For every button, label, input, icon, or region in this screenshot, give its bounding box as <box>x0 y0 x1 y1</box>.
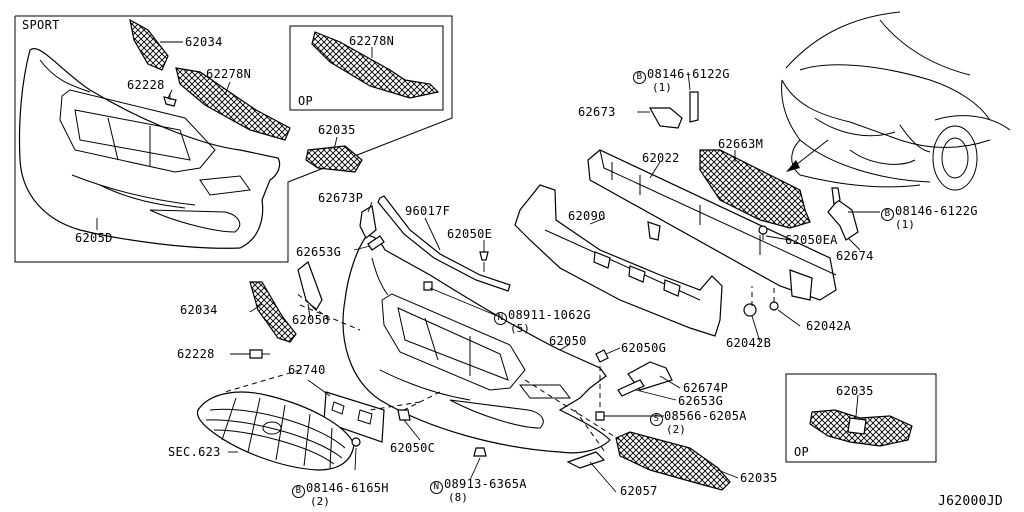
label-62022: 62022 <box>642 151 680 165</box>
part-number-08566-6205A: 08566-6205A <box>664 409 747 423</box>
label-62740: 62740 <box>288 363 326 377</box>
part-number-08146-6165H: 08146-6165H <box>306 481 389 495</box>
label-96017F: 96017F <box>405 204 451 218</box>
op-top-inset-title: OP <box>298 94 314 108</box>
op-grille-62278N <box>311 31 440 99</box>
car-front-outline <box>781 11 1011 191</box>
sport-grille-62278N <box>175 67 291 141</box>
label-62035-op: 62035 <box>836 384 874 398</box>
nut-62042B <box>743 303 757 317</box>
op-top-inset-frame <box>289 25 444 111</box>
label-62228: 62228 <box>177 347 215 361</box>
op-right-inset-title: OP <box>794 445 810 459</box>
label-62673P: 62673P <box>318 191 364 205</box>
clip-62050E <box>479 251 489 272</box>
label-62035-sport: 62035 <box>318 123 356 137</box>
bolt-symbol-b: B <box>292 485 305 498</box>
seal-62653G-left <box>367 235 385 251</box>
lower-grille-62663M <box>699 149 811 229</box>
label-62035: 62035 <box>740 471 778 485</box>
label-62034: 62034 <box>180 303 218 317</box>
part-number-08913-6365A: 08913-6365A <box>444 477 527 491</box>
clip-62042A <box>769 301 779 311</box>
label-sec623: SEC.623 <box>168 445 221 459</box>
absorber-62090 <box>514 184 723 337</box>
label-62034-sport: 62034 <box>185 35 223 49</box>
qty-08146-6165H: (2) <box>310 495 330 508</box>
sport-fog-grille-62035 <box>305 145 363 173</box>
diagram-code: J62000JD <box>938 494 1004 509</box>
part-number-08146-6122G-top: 08146-6122G <box>647 67 730 81</box>
label-62674: 62674 <box>836 249 874 263</box>
front-bumper-62050 <box>342 235 611 454</box>
nut-symbol-n: N <box>430 481 443 494</box>
op-right-inset-frame <box>785 373 937 463</box>
clip-62050G <box>595 349 609 363</box>
bolt-08146-6122G-top <box>689 91 699 123</box>
bracket-62034 <box>249 281 297 343</box>
qty-08146-6122G-right: (1) <box>895 218 915 231</box>
label-62042B: 62042B <box>726 336 772 350</box>
label-62050G: 62050G <box>621 341 667 355</box>
label-62653G-right: 62653G <box>678 394 724 408</box>
qty-08146-6122G-top: (1) <box>652 81 672 94</box>
sport-bracket-62034 <box>129 18 169 71</box>
bracket-62673 <box>648 107 683 129</box>
qty-08911-1062G: (5) <box>510 322 530 335</box>
screw-08566-6205A <box>595 411 605 421</box>
lower-grille-62035 <box>615 431 731 491</box>
label-62050C: 62050C <box>390 441 436 455</box>
bracket-62056 <box>297 261 323 311</box>
front-grille-sec623 <box>196 391 355 471</box>
label-6205D: 6205D <box>75 231 113 245</box>
label-62663M: 62663M <box>718 137 764 151</box>
sport-clip-62228 <box>163 93 177 107</box>
label-62673: 62673 <box>578 105 616 119</box>
label-62050EA: 62050EA <box>785 233 838 247</box>
screw-symbol-s: S <box>650 413 663 426</box>
label-62674P: 62674P <box>683 381 729 395</box>
label-62050: 62050 <box>549 334 587 348</box>
nut-08913-6365A <box>473 447 487 457</box>
molding-96017F <box>377 195 511 292</box>
seal-62653G-right <box>617 379 645 397</box>
reinforcement-62022 <box>587 149 837 301</box>
part-number-08146-6122G-right: 08146-6122G <box>895 204 978 218</box>
clip-62050EA <box>758 225 768 240</box>
label-62278N-op: 62278N <box>349 34 395 48</box>
clip-62050C <box>397 409 411 421</box>
nut-symbol-n-2: N <box>494 312 507 325</box>
sport-inset-frame <box>14 15 453 263</box>
bolt-08146-6122G-right <box>831 187 841 206</box>
qty-08913-6365A: (8) <box>448 491 468 504</box>
label-62050E: 62050E <box>447 227 493 241</box>
qty-08566-6205A: (2) <box>666 423 686 436</box>
clip-62228 <box>249 349 270 359</box>
bracket-62057 <box>566 451 606 469</box>
bolt-symbol-b-3: B <box>881 208 894 221</box>
part-number-08911-1062G: 08911-1062G <box>508 308 591 322</box>
label-62653G-left: 62653G <box>296 245 342 259</box>
label-62090: 62090 <box>568 209 606 223</box>
sport-inset-title: SPORT <box>22 18 60 32</box>
sport-bumper-6205D <box>18 48 281 249</box>
label-62228-sport: 62228 <box>127 78 165 92</box>
label-62056: 62056 <box>292 313 330 327</box>
label-62278N-sport: 62278N <box>206 67 252 81</box>
label-62042A: 62042A <box>806 319 852 333</box>
bolt-08146-6165H <box>351 437 361 447</box>
bolt-symbol-b-2: B <box>633 71 646 84</box>
label-62057: 62057 <box>620 484 658 498</box>
